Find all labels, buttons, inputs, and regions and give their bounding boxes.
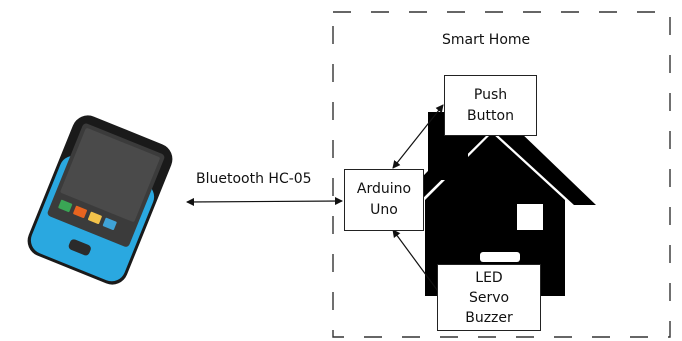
arduino-label-line2: Uno [370, 200, 398, 221]
smartphone-icon [23, 111, 177, 290]
outputs-box: LED Servo Buzzer [437, 264, 541, 331]
led-label: LED [475, 268, 502, 288]
push-button-label-line1: Push [474, 85, 507, 106]
push-button-label-line2: Button [467, 106, 514, 127]
arduino-label-line1: Arduino [357, 179, 411, 200]
smart-home-title: Smart Home [442, 32, 530, 48]
arduino-uno-box: Arduino Uno [344, 169, 424, 231]
bluetooth-link-label: Bluetooth HC-05 [196, 171, 312, 187]
buzzer-label: Buzzer [465, 308, 513, 328]
servo-label: Servo [469, 288, 509, 308]
bluetooth-link-arrow [187, 201, 342, 202]
push-button-box: Push Button [444, 75, 537, 136]
